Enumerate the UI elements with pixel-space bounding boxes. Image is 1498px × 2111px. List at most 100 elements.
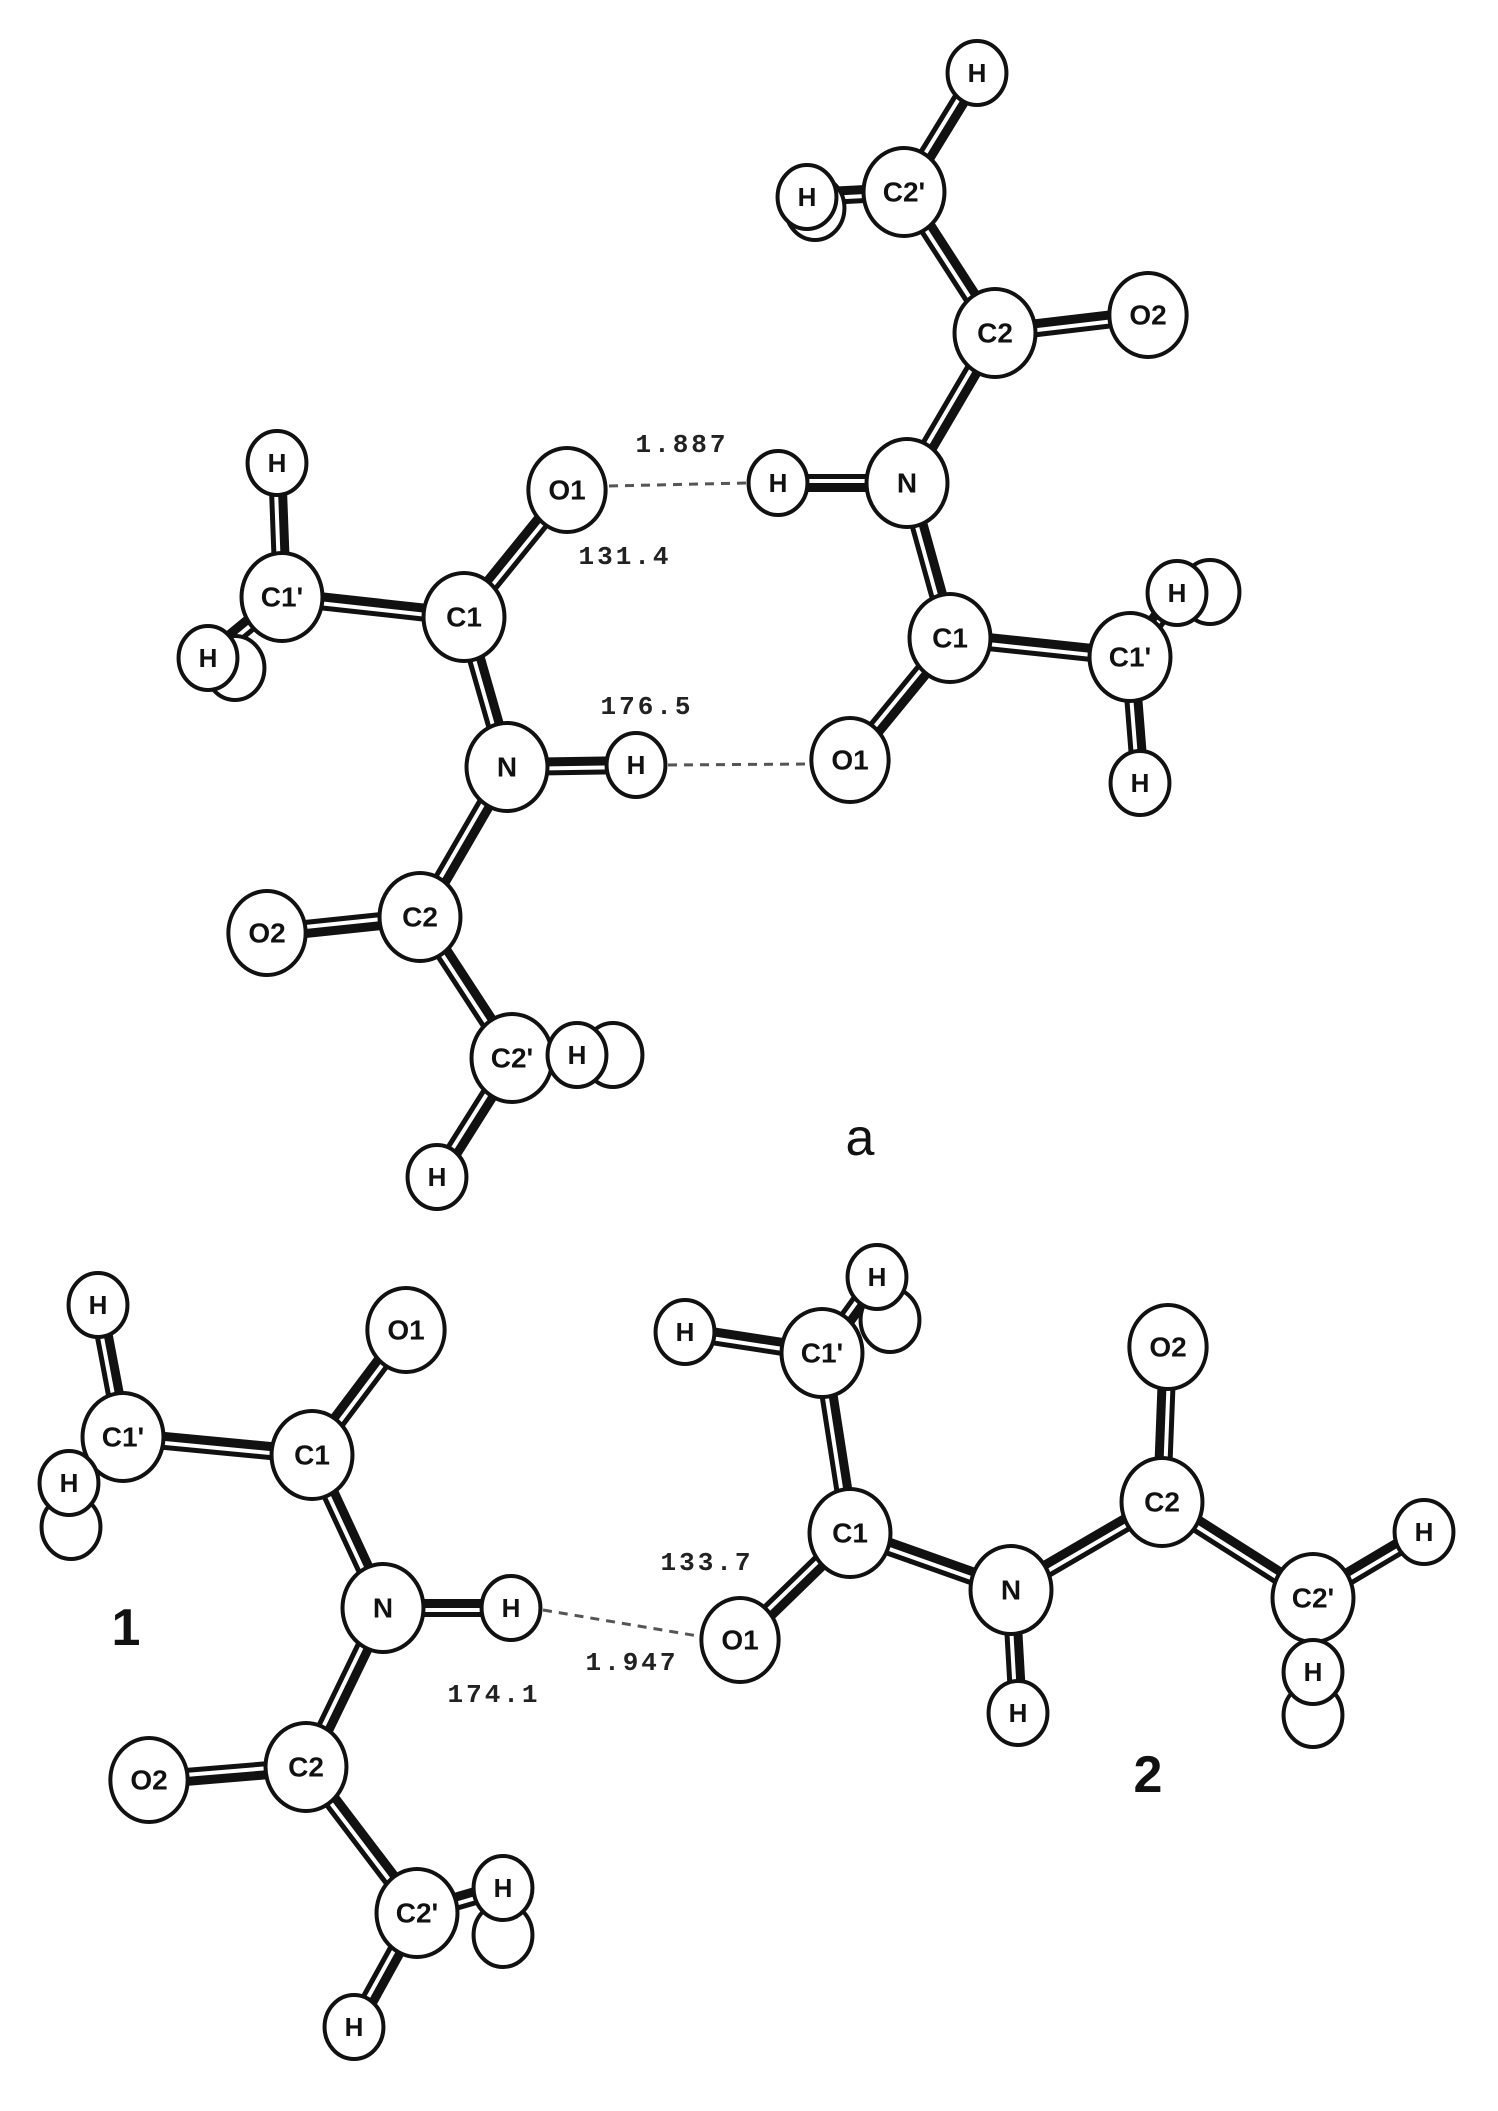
hydrogen-bonds-layer [542, 481, 809, 1638]
atom-label: O2 [248, 918, 285, 949]
atom-c1: C1 [269, 1409, 355, 1501]
atom-label: H [1168, 578, 1187, 608]
atom-label: H [199, 643, 218, 673]
atom-label: H [1009, 1698, 1028, 1728]
atom-label: H [1304, 1657, 1323, 1687]
atom-h: H [945, 39, 1009, 107]
atom-label: C1 [932, 623, 968, 654]
atom-h: H [37, 1449, 101, 1517]
atom-n: N [464, 721, 550, 813]
atom-c1-prime: C1' [779, 1307, 865, 1399]
panel-label: a [846, 1109, 875, 1167]
atom-h: H [1108, 749, 1172, 817]
atom-label: H [502, 1593, 521, 1623]
atom-h: H [176, 624, 240, 692]
atom-c1: C1 [421, 571, 507, 663]
atom-h: H [845, 1243, 909, 1311]
atom-label: C1' [1109, 642, 1151, 673]
atom-o2: O2 [108, 1736, 190, 1824]
atom-label: H [494, 1873, 513, 1903]
atom-label: H [60, 1468, 79, 1498]
atom-label: C2 [402, 902, 438, 933]
hbond-top-upper [608, 481, 747, 488]
atom-h: H [245, 429, 309, 497]
atom-o2: O2 [1107, 271, 1189, 359]
atom-label: C1' [261, 582, 303, 613]
atom-label: O2 [130, 1765, 167, 1796]
angle-label: 131.4 [578, 542, 671, 572]
distance-label: 1.947 [585, 1648, 678, 1678]
atom-label: N [897, 468, 917, 499]
atom-label: C1 [832, 1518, 868, 1549]
atom-label: H [627, 750, 646, 780]
atom-label: C2' [1292, 1583, 1334, 1614]
atom-label: H [676, 1317, 695, 1347]
atom-h: H [471, 1854, 535, 1922]
atom-c2: C2 [952, 287, 1038, 379]
atom-n: N [864, 437, 950, 529]
hbond-bottom [542, 1608, 699, 1638]
atom-label: O2 [1129, 300, 1166, 331]
atom-label: O1 [387, 1315, 424, 1346]
atom-h: H [479, 1574, 543, 1642]
atom-c2: C2 [263, 1721, 349, 1813]
atom-label: C1' [801, 1338, 843, 1369]
atom-h: H [1392, 1498, 1456, 1566]
atom-label: H [798, 182, 817, 212]
atom-label: H [968, 58, 987, 88]
atom-n: N [340, 1562, 426, 1654]
atom-label: H [868, 1262, 887, 1292]
atom-label: H [89, 1290, 108, 1320]
angle-label: 174.1 [447, 1680, 540, 1710]
atom-label: C2' [883, 177, 925, 208]
atom-label: N [1001, 1575, 1021, 1606]
atom-label: C2' [396, 1898, 438, 1929]
atom-label: H [345, 2012, 364, 2042]
atom-label: O1 [721, 1625, 758, 1656]
atom-o2: O2 [226, 889, 308, 977]
measurement-labels: 1.887 131.4 176.5 133.7 1.947 174.1 a 1 … [112, 430, 1163, 1804]
atom-label: H [568, 1040, 587, 1070]
atom-h: H [405, 1143, 469, 1211]
atom-h: H [322, 1993, 386, 2061]
angle-label: 133.7 [660, 1548, 753, 1578]
atom-c2: C2 [377, 871, 463, 963]
atom-label: C2 [1144, 1487, 1180, 1518]
angle-label: 176.5 [600, 692, 693, 722]
atom-h: H [746, 449, 810, 517]
atom-label: H [769, 468, 788, 498]
atom-label: H [1131, 768, 1150, 798]
atom-label: C2 [288, 1752, 324, 1783]
atom-c1-prime: C1' [80, 1391, 166, 1483]
atom-c2-prime: C2' [1270, 1552, 1356, 1644]
atom-h: H [653, 1298, 717, 1366]
atom-h: H [604, 731, 668, 799]
atom-label: C1 [446, 602, 482, 633]
atom-o1: O1 [526, 446, 608, 534]
atom-label: C1 [294, 1440, 330, 1471]
atom-c2-prime: C2' [469, 1012, 555, 1104]
atom-h: H [986, 1679, 1050, 1747]
atom-c2-prime: C2' [374, 1867, 460, 1959]
atom-label: C2 [977, 318, 1013, 349]
atom-c1-prime: C1' [1087, 611, 1173, 703]
atom-h: H [1145, 559, 1209, 627]
atom-h: H [775, 163, 839, 231]
molecule-label-1: 1 [112, 1599, 141, 1657]
atom-h: H [545, 1021, 609, 1089]
molecule-label-2: 2 [1134, 1746, 1163, 1804]
atom-c1: C1 [907, 592, 993, 684]
atom-h: H [1281, 1638, 1345, 1706]
atom-o1: O1 [365, 1286, 447, 1374]
atom-label: N [373, 1593, 393, 1624]
atom-label: C2' [491, 1043, 533, 1074]
atom-h: H [66, 1271, 130, 1339]
atom-o2: O2 [1127, 1303, 1209, 1391]
hbond-top-lower [667, 762, 809, 767]
atom-c2: C2 [1119, 1456, 1205, 1548]
atom-c1-prime: C1' [239, 551, 325, 643]
atom-label: N [497, 752, 517, 783]
